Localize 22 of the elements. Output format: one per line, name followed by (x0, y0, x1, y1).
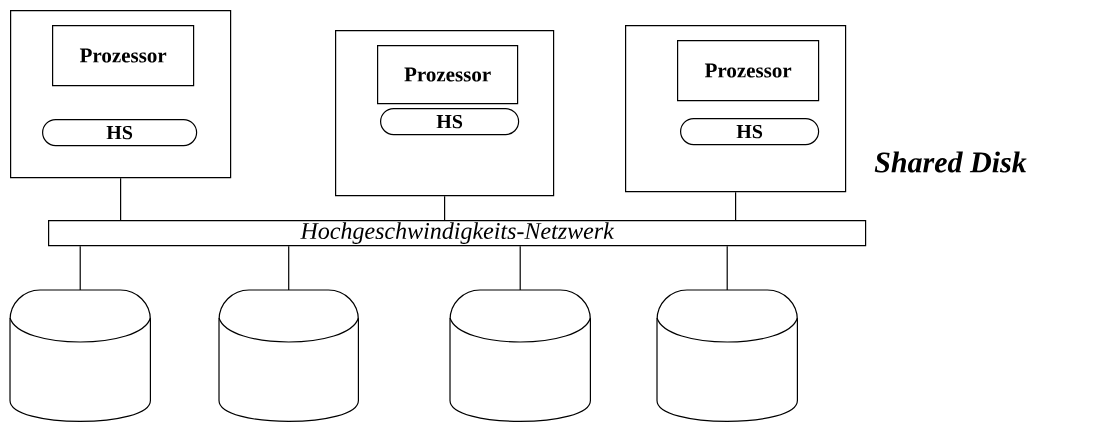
title-label: Shared Disk (874, 151, 1027, 173)
processor-box: Prozessor (677, 40, 820, 102)
disk-cylinder (449, 289, 591, 422)
disk-cylinder (656, 289, 798, 422)
computer-box (335, 30, 555, 197)
disk-cylinder (9, 289, 151, 422)
memory-pill: HS (680, 118, 820, 146)
memory-pill: HS (380, 108, 520, 136)
connector-line (519, 245, 521, 291)
connector-line (79, 245, 81, 291)
connector-line (120, 177, 122, 221)
computer-box (625, 25, 847, 193)
processor-box: Prozessor (52, 25, 195, 87)
connector-line (726, 245, 728, 291)
connector-line (735, 191, 737, 221)
connector-line (444, 195, 446, 221)
memory-pill: HS (42, 119, 198, 147)
connector-line (288, 245, 290, 291)
computer-box (10, 10, 232, 179)
processor-box: Prozessor (377, 45, 519, 105)
disk-cylinder (218, 289, 359, 422)
network-bar: Hochgeschwindigkeits-Netzwerk (48, 220, 867, 247)
